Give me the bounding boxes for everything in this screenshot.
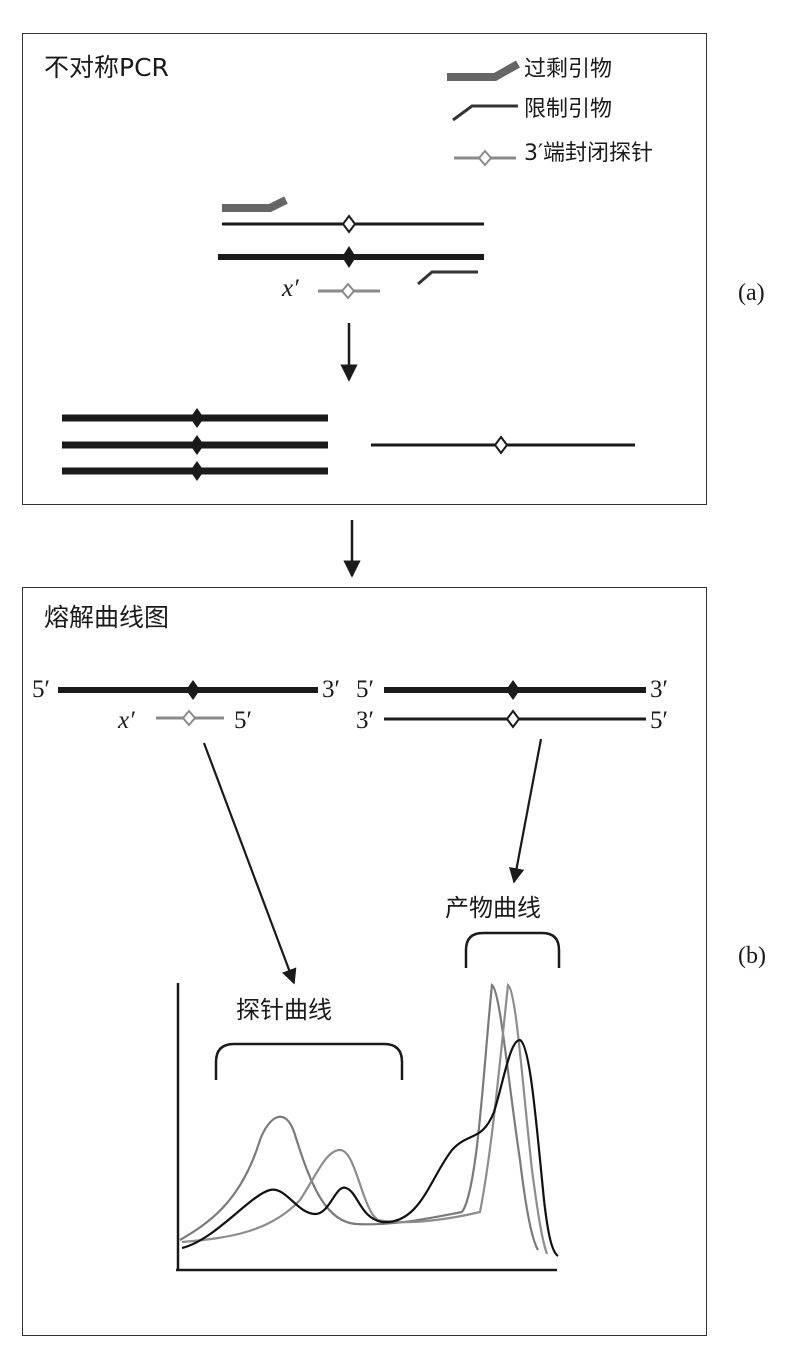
blocked-probe-icon (454, 149, 516, 167)
panel-b-label: (b) (738, 943, 766, 969)
right-strand-top-5-label: 5′ (356, 676, 374, 703)
legend-excess-primer-label: 过剩引物 (524, 57, 613, 82)
probe-5-label: 5′ (234, 707, 252, 734)
product-curve-label: 产物曲线 (445, 894, 541, 922)
curve-gray-2 (181, 983, 549, 1255)
ss-product (371, 435, 635, 455)
product-to-curve-arrow (509, 738, 543, 884)
legend-probe-label: 3′端封闭探针 (524, 141, 653, 166)
thin-primer-arrow-icon (452, 104, 518, 122)
right-strand-bottom-3-label: 3′ (356, 707, 374, 734)
limiting-primer-arrow-icon (417, 270, 478, 286)
probe-curve-label: 探针曲线 (236, 996, 332, 1024)
left-strand-3-label: 3′ (322, 676, 340, 703)
curve-black (181, 1038, 559, 1257)
panel-melting-curve (22, 587, 707, 1336)
ds-products (62, 408, 328, 481)
curve-gray-1 (179, 983, 539, 1251)
thick-primer-arrow-icon (447, 60, 520, 81)
probe-curve-bracket (214, 1042, 404, 1080)
excess-primer-arrow-icon (222, 196, 288, 212)
right-strand-bottom-5-label: 5′ (650, 707, 668, 734)
bottom-strand-a (218, 246, 484, 268)
right-strand-bottom-b (384, 709, 646, 729)
top-strand-a (222, 214, 484, 234)
probe-b (156, 709, 224, 727)
panel-a-title: 不对称PCR (44, 53, 169, 82)
panel-b-title: 熔解曲线图 (44, 603, 170, 632)
panel-asymmetric-pcr (22, 33, 707, 505)
left-strand-b (58, 680, 318, 700)
legend-limiting-primer-label: 限制引物 (524, 97, 613, 122)
probe-to-curve-arrow (202, 742, 297, 985)
melt-plot-axes (176, 983, 557, 1272)
probe-a (318, 282, 380, 300)
product-curve-bracket (464, 931, 561, 968)
probe-x-label-b: x′ (118, 707, 135, 734)
probe-x-label-a: x′ (282, 275, 299, 302)
left-strand-5-label: 5′ (32, 676, 50, 703)
right-strand-top-3-label: 3′ (650, 676, 668, 703)
right-strand-top-b (384, 680, 646, 700)
panel-a-label: (a) (738, 280, 765, 306)
